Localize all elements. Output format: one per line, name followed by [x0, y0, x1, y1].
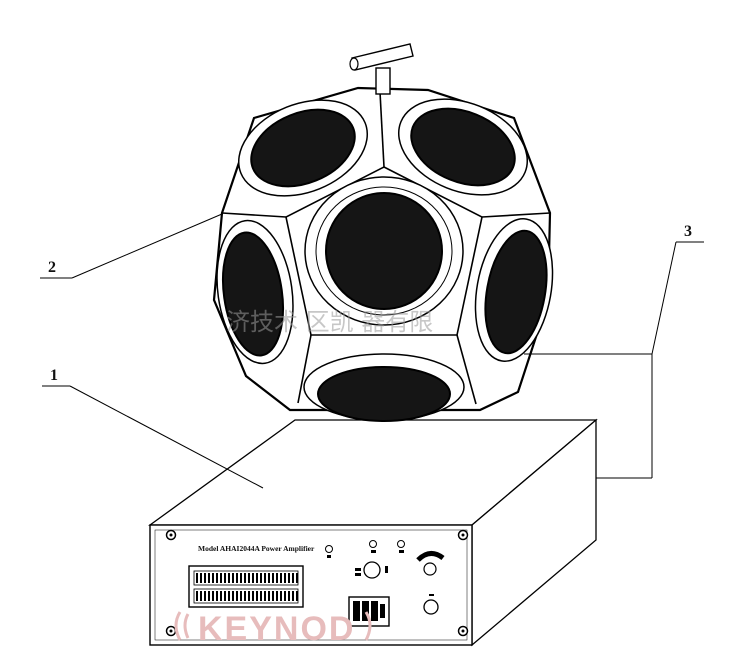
- meter-segment: [292, 591, 294, 601]
- input-jack-icon: [423, 594, 439, 615]
- speaker-driver-icon: [216, 219, 294, 365]
- meter-segment: [244, 591, 246, 601]
- meter-segment: [268, 591, 270, 601]
- indicator-led-icon: [325, 545, 333, 558]
- meter-segment: [196, 591, 198, 601]
- meter-segment: [292, 573, 294, 583]
- meter-segment: [256, 573, 258, 583]
- meter-segment: [288, 591, 290, 601]
- speaker-driver-icon: [303, 353, 465, 422]
- meter-segment: [204, 591, 206, 601]
- meter-segment: [224, 591, 226, 601]
- callout-label-2: 2: [48, 259, 56, 276]
- callout-label-1: 1: [50, 367, 58, 384]
- speaker-driver-icon: [237, 99, 369, 197]
- meter-segment: [268, 573, 270, 583]
- meter-segment: [208, 573, 210, 583]
- meter-segment: [236, 573, 238, 583]
- leader-lines: [40, 213, 704, 489]
- meter-segment: [260, 573, 262, 583]
- meter-segment: [296, 573, 298, 583]
- meter-segment: [272, 591, 274, 601]
- meter-segment: [264, 591, 266, 601]
- meter-segment: [212, 591, 214, 601]
- screw-icon: [457, 529, 469, 541]
- meter-segment: [220, 573, 222, 583]
- meter-segment: [280, 573, 282, 583]
- svg-text:KEYNOD: KEYNOD: [198, 610, 355, 648]
- amplifier-model-label: Model AHAI2044A Power Amplifier: [198, 544, 315, 553]
- meter-segment: [276, 591, 278, 601]
- screw-icon: [165, 529, 177, 541]
- keynod-logo: KEYNOD: [174, 610, 372, 648]
- meter-segment: [204, 573, 206, 583]
- meter-segment: [252, 573, 254, 583]
- meter-segment: [284, 591, 286, 601]
- indicator-led-icon: [369, 540, 377, 553]
- meter-segment: [260, 591, 262, 601]
- meter-segment: [248, 591, 250, 601]
- meter-segment: [212, 573, 214, 583]
- meter-segment: [228, 591, 230, 601]
- meter-segment: [216, 573, 218, 583]
- speaker-driver-icon: [474, 218, 554, 362]
- level-meter-display: [188, 565, 304, 608]
- meter-segment: [232, 573, 234, 583]
- meter-segment: [240, 573, 242, 583]
- t-handle-icon: [349, 43, 414, 95]
- volume-knob-icon: [416, 551, 445, 576]
- indicator-led-icon: [397, 540, 405, 553]
- meter-segment: [200, 573, 202, 583]
- meter-segment: [240, 591, 242, 601]
- panel-screws: [165, 529, 469, 637]
- meter-segment: [244, 573, 246, 583]
- meter-segment: [216, 591, 218, 601]
- screw-icon: [457, 625, 469, 637]
- meter-segment: [224, 573, 226, 583]
- meter-segment: [220, 591, 222, 601]
- meter-segment: [256, 591, 258, 601]
- speaker-driver-icon: [304, 176, 464, 326]
- meter-segment: [296, 591, 298, 601]
- meter-segment: [280, 591, 282, 601]
- meter-segment: [208, 591, 210, 601]
- meter-segment: [252, 591, 254, 601]
- meter-segment: [196, 573, 198, 583]
- meter-segment: [276, 573, 278, 583]
- meter-segment: [228, 573, 230, 583]
- power-amplifier-box: [147, 418, 598, 647]
- screw-icon: [165, 625, 177, 637]
- speaker-driver-icon: [397, 98, 529, 196]
- meter-segment: [264, 573, 266, 583]
- meter-segment: [200, 591, 202, 601]
- meter-segment: [232, 591, 234, 601]
- selector-knob-icon: [355, 561, 388, 579]
- dodecahedron-speaker: [212, 43, 554, 422]
- meter-segment: [248, 573, 250, 583]
- callout-label-3: 3: [684, 223, 692, 240]
- meter-segment: [272, 573, 274, 583]
- meter-segment: [288, 573, 290, 583]
- meter-segment: [284, 573, 286, 583]
- meter-segment: [236, 591, 238, 601]
- watermark-text: 济技术 区凯 器有限: [226, 308, 433, 336]
